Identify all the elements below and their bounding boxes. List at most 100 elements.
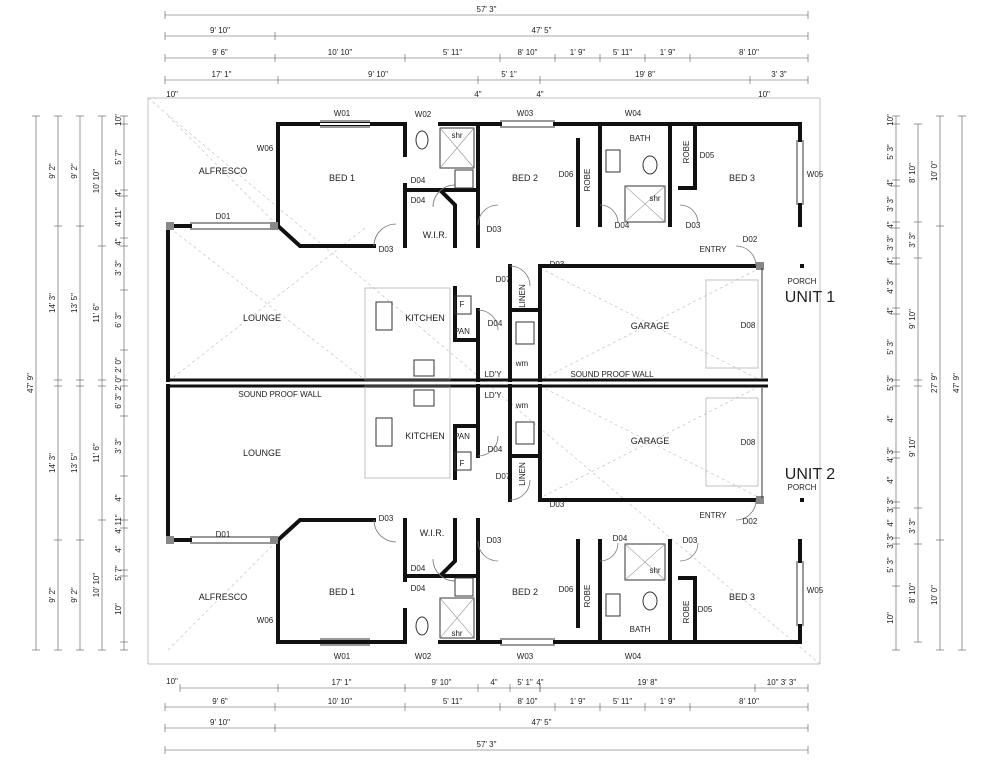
- wir-label: W.I.R.: [423, 230, 448, 240]
- top-r3-label: 9' 10": [368, 70, 388, 79]
- bath-label: BATH: [630, 134, 651, 143]
- w03-tag: W03: [517, 109, 534, 118]
- left-c4-label: 5' 7": [114, 149, 123, 165]
- bot-r1-label: 9' 10": [432, 678, 452, 687]
- right-c1-label: 4' 3": [886, 447, 895, 463]
- right-c1-label: 5' 3": [886, 339, 895, 355]
- right-c2-label: 8' 10": [908, 163, 917, 183]
- shr-label: shr: [451, 629, 462, 638]
- d04-tag: D04: [411, 584, 426, 593]
- garage-guide-2: [539, 267, 761, 381]
- w06-tag: W06: [257, 616, 274, 625]
- lounge-label: LOUNGE: [243, 313, 281, 323]
- lounge-guide-1: [169, 227, 366, 381]
- post: [270, 222, 278, 230]
- d06-tag: D06: [559, 170, 574, 179]
- top-r1-label: 9' 10": [210, 26, 230, 35]
- left-c4-label: 6' 3": [114, 312, 123, 328]
- bot-r3-label: 9' 10": [210, 718, 230, 727]
- bot-r2-label: 9' 6": [212, 697, 228, 706]
- bed3-label: BED 3: [729, 592, 755, 602]
- left-c4-label: 4": [114, 238, 123, 245]
- right-c1-label: 3' 3": [886, 196, 895, 212]
- w04-tag: W04: [625, 652, 642, 661]
- linen-label: LINEN: [518, 284, 527, 308]
- d03-tag: D03: [683, 536, 698, 545]
- right-c1-label: 4": [886, 519, 895, 526]
- bot-r3-label: 47' 5": [532, 718, 552, 727]
- d04-tag: D04: [488, 445, 503, 454]
- right-c1-label: 4": [886, 257, 895, 264]
- top-r2-label: 5' 11": [613, 48, 633, 57]
- unit1-walls: [166, 122, 802, 382]
- right-c1-label: 10": [886, 114, 895, 126]
- kitchen1-bench: [364, 287, 451, 381]
- top-r2-label: 8' 10": [518, 48, 538, 57]
- d08-tag: D08: [741, 321, 756, 330]
- left-c4-label: 4' 11": [114, 514, 123, 534]
- robe-label: ROBE: [682, 141, 691, 164]
- unit1-label: UNIT 1: [785, 289, 835, 306]
- d01-tag: D01: [216, 530, 231, 539]
- post: [756, 262, 764, 270]
- kitchen1-cooktop: [413, 359, 435, 377]
- kitchen2-cooktop: [413, 389, 435, 407]
- right-c1-label: 4' 3": [886, 278, 895, 294]
- sound-wall-label: SOUND PROOF WALL: [238, 390, 322, 399]
- fridge-label: F: [460, 300, 465, 309]
- right-c1-label: 5' 3": [886, 557, 895, 573]
- left-c4-label: 2' 0": [114, 357, 123, 373]
- robe-label: ROBE: [583, 169, 592, 192]
- shr-label: shr: [451, 131, 462, 140]
- wm-label: wm: [515, 359, 529, 368]
- d05-tag: D05: [698, 605, 713, 614]
- top-r2-label: 8' 10": [739, 48, 759, 57]
- post: [166, 222, 174, 230]
- d04-tag: D04: [411, 564, 426, 573]
- left-total-label: 47' 9": [26, 373, 35, 393]
- top-r4-label: 4": [474, 90, 481, 99]
- left-c4-label: 6' 3": [114, 393, 123, 409]
- right-c1-label: 3' 3": [886, 235, 895, 251]
- bot-r2-label: 1' 9": [570, 697, 586, 706]
- top-r2-label: 1' 9": [660, 48, 676, 57]
- right-c1-label: 4": [886, 476, 895, 483]
- top-r4-label: 4": [536, 90, 543, 99]
- d04-tag: D04: [411, 196, 426, 205]
- dimension-lines: 57' 3"9' 10"47' 5"9' 6"10' 10"5' 11"8' 1…: [26, 5, 966, 754]
- right-c1-label: 10": [886, 612, 895, 624]
- d06-tag: D06: [559, 585, 574, 594]
- left-c4-label: 3' 3": [114, 438, 123, 454]
- linen-label: LINEN: [518, 462, 527, 486]
- post: [166, 536, 174, 544]
- w03-tag: W03: [517, 652, 534, 661]
- bot-r2-label: 5' 11": [613, 697, 633, 706]
- left-c4-label: 4' 11": [114, 207, 123, 227]
- right-c1-label: 3' 3": [886, 533, 895, 549]
- left-c4-label: 10": [114, 114, 123, 126]
- bed2-label: BED 2: [512, 173, 538, 183]
- kitchen2-bench: [364, 385, 451, 479]
- d04-tag: D04: [411, 176, 426, 185]
- shr-label: shr: [649, 194, 660, 203]
- d03-tag: D03: [487, 536, 502, 545]
- shr-label: shr: [649, 566, 660, 575]
- left-c1-label: 9' 2": [48, 587, 57, 603]
- d04-tag: D04: [488, 319, 503, 328]
- alfresco-label: ALFRESCO: [199, 592, 248, 602]
- door-arcs: [373, 184, 757, 582]
- entry-label: ENTRY: [700, 511, 728, 520]
- bot-r1-label: 4": [536, 678, 543, 687]
- fridge1: [454, 295, 472, 315]
- right-c2-label: 9' 10": [908, 309, 917, 329]
- left-c4-label: 4": [114, 494, 123, 501]
- right-c1-label: 4": [886, 415, 895, 422]
- bed3-label: BED 3: [729, 173, 755, 183]
- bed1-label: BED 1: [329, 173, 355, 183]
- right-c2-label: 9' 10": [908, 437, 917, 457]
- left-c4-label: 4": [114, 545, 123, 552]
- bot-r1-label: 4": [490, 678, 497, 687]
- top-r1-label: 47' 5": [532, 26, 552, 35]
- garage1-door-zone: [705, 279, 759, 369]
- sound-wall-label: SOUND PROOF WALL: [570, 370, 654, 379]
